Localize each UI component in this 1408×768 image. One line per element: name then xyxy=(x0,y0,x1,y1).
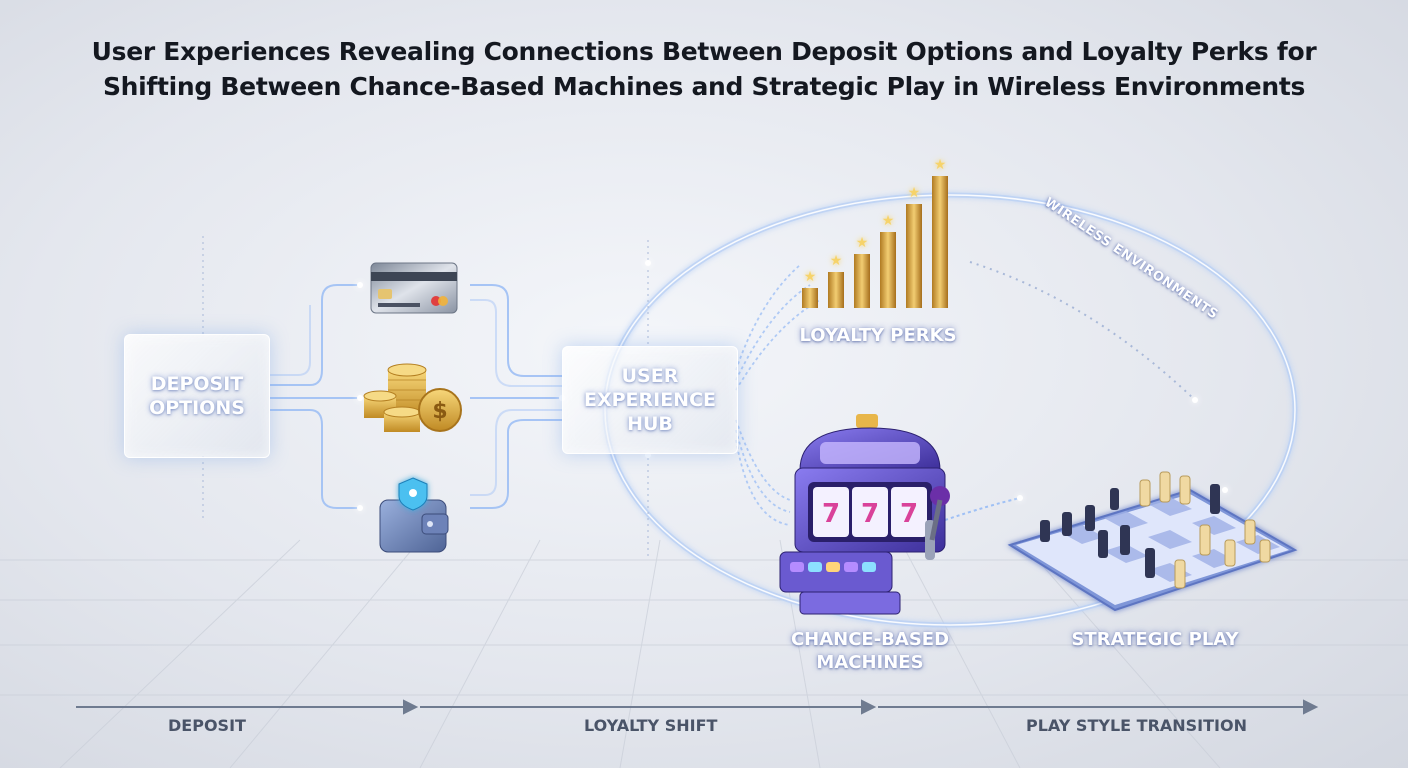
coins-icon: $ xyxy=(363,363,462,432)
svg-text:7: 7 xyxy=(861,499,879,529)
timeline-deposit: DEPOSIT xyxy=(168,716,246,735)
svg-text:★: ★ xyxy=(830,252,843,268)
strategic-play-label: STRATEGIC PLAY xyxy=(1071,629,1239,650)
hub-label-3: HUB xyxy=(627,413,673,435)
timeline-play-style-transition: PLAY STYLE TRANSITION xyxy=(1026,716,1247,735)
svg-text:7: 7 xyxy=(900,499,918,529)
timeline-loyalty-shift: LOYALTY SHIFT xyxy=(584,716,718,735)
loyalty-bars-icon: ★ ★ ★ ★ ★ ★ xyxy=(802,156,948,308)
credit-card-icon xyxy=(370,262,458,314)
deposit-options-label-2: OPTIONS xyxy=(149,397,245,419)
user-experience-hub-node: USER EXPERIENCE HUB xyxy=(562,346,738,454)
svg-text:★: ★ xyxy=(882,212,895,228)
hub-connectors xyxy=(470,284,562,509)
svg-text:$: $ xyxy=(432,399,447,424)
hub-label-1: USER xyxy=(621,365,679,387)
output-connectors xyxy=(735,264,821,526)
title-line-2: Shifting Between Chance-Based Machines a… xyxy=(102,72,1306,101)
hub-label-2: EXPERIENCE xyxy=(583,389,717,411)
title-line-1: User Experiences Revealing Connections B… xyxy=(91,37,1317,66)
chance-machines-label-1: CHANCE-BASED xyxy=(790,629,950,650)
deposit-options-node: DEPOSIT OPTIONS xyxy=(124,334,270,458)
chance-machines-label: CHANCE-BASED MACHINES xyxy=(760,628,980,674)
svg-text:7: 7 xyxy=(822,499,840,529)
svg-text:★: ★ xyxy=(804,268,817,284)
loyalty-perks-label: LOYALTY PERKS xyxy=(799,325,957,346)
chessboard-icon xyxy=(1007,471,1298,612)
deposit-options-label-1: DEPOSIT xyxy=(150,373,244,395)
chance-machines-label-2: MACHINES xyxy=(816,652,924,673)
timeline-arrows xyxy=(76,699,1319,715)
page-title: User Experiences Revealing Connections B… xyxy=(0,34,1408,104)
svg-text:★: ★ xyxy=(856,234,869,250)
svg-text:★: ★ xyxy=(934,156,947,172)
wallet-icon xyxy=(379,477,449,553)
deposit-connectors xyxy=(270,284,360,509)
svg-text:★: ★ xyxy=(908,184,921,200)
